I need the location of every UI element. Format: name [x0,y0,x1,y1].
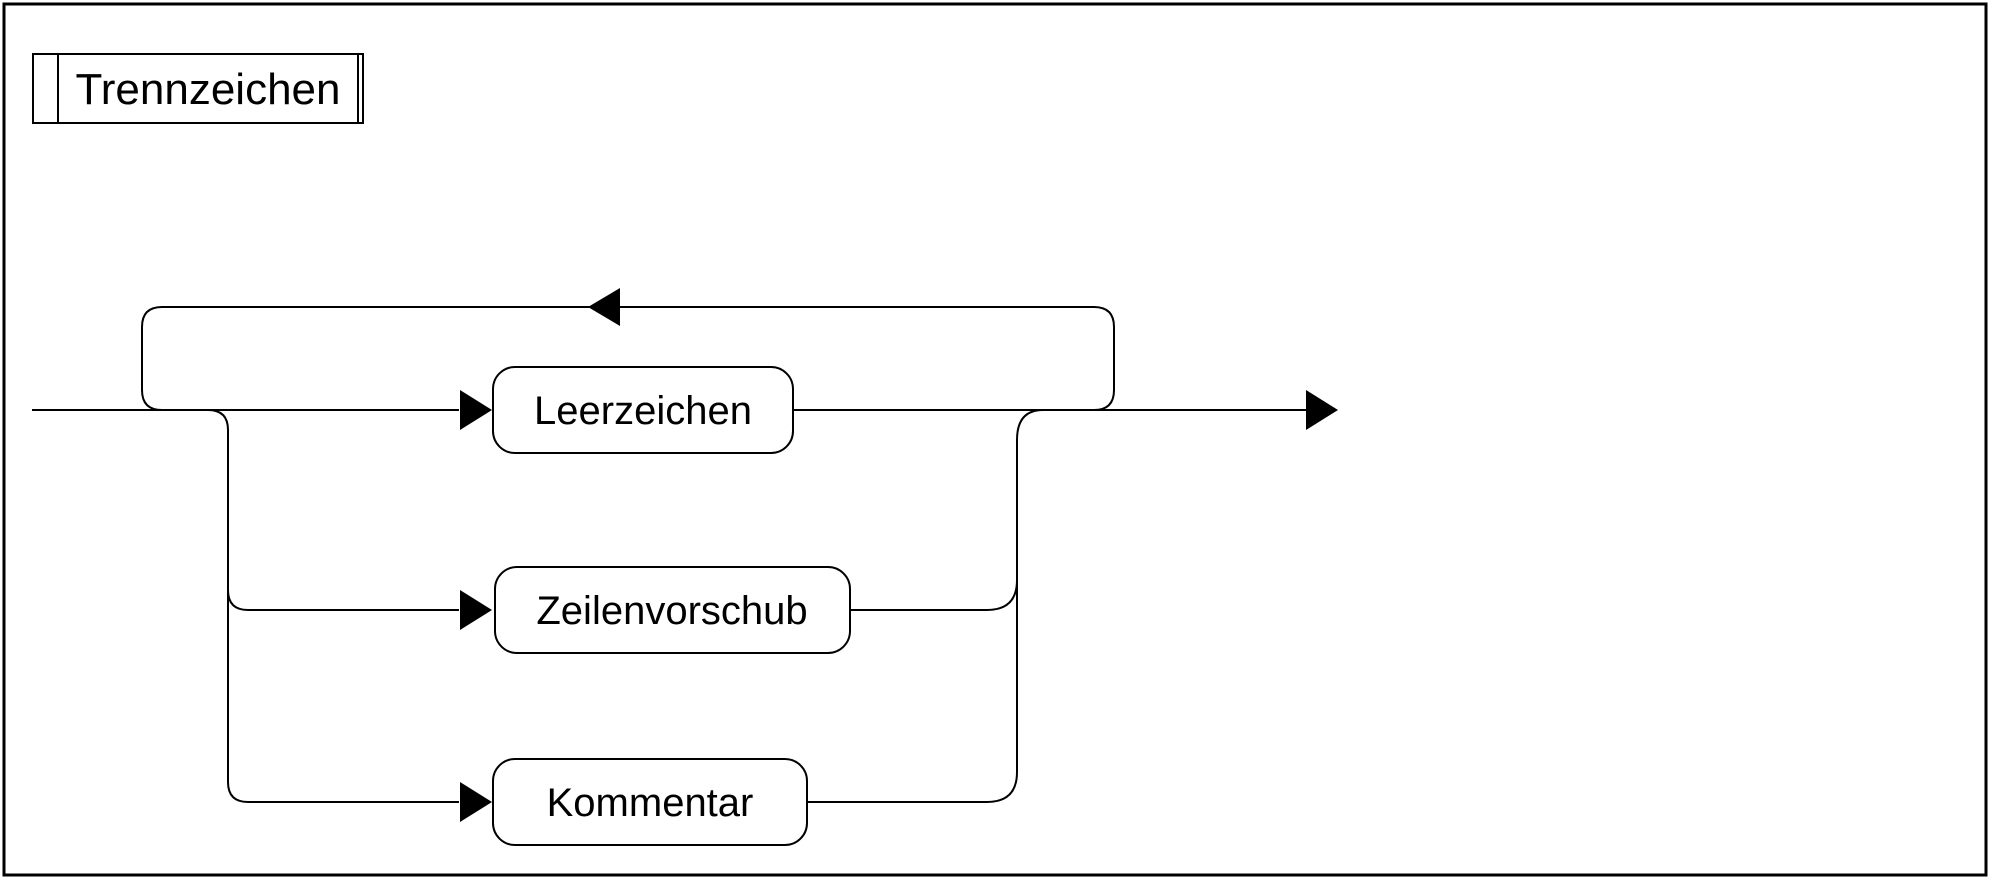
node-kommentar: Kommentar [492,758,808,846]
alt2-exit-line [850,579,1018,611]
node-leerzeichen: Leerzeichen [492,366,794,454]
branch-split-path [207,409,459,803]
node-leerzeichen-box [492,366,794,454]
branch-merge-path [1016,409,1044,772]
node-boxes: Leerzeichen Zeilenvorschub Kommentar [492,366,851,846]
node-zeilenvorschub-box [494,566,851,654]
title-box-frame [32,53,364,124]
node-zeilenvorschub-label: Zeilenvorschub [536,589,807,633]
node-kommentar-label: Kommentar [547,781,754,825]
rail-lines [32,306,1306,803]
arrowhead-right-alt1-icon [460,390,492,430]
arrowheads [460,288,1338,822]
alt3-exit-line [807,771,1018,803]
loop-arrowhead-left-icon [588,288,620,326]
node-zeilenvorschub: Zeilenvorschub [494,566,851,654]
node-kommentar-box [492,758,808,846]
title-box: Trennzeichen [32,53,364,124]
arrowhead-right-end-icon [1306,390,1338,430]
loop-back-path [141,306,1115,411]
alt2-entry-line [227,589,459,611]
diagram-title: Trennzeichen [76,65,341,114]
arrowhead-right-alt3-icon [460,782,492,822]
arrowhead-right-alt2-icon [460,590,492,630]
node-leerzeichen-label: Leerzeichen [534,389,752,433]
